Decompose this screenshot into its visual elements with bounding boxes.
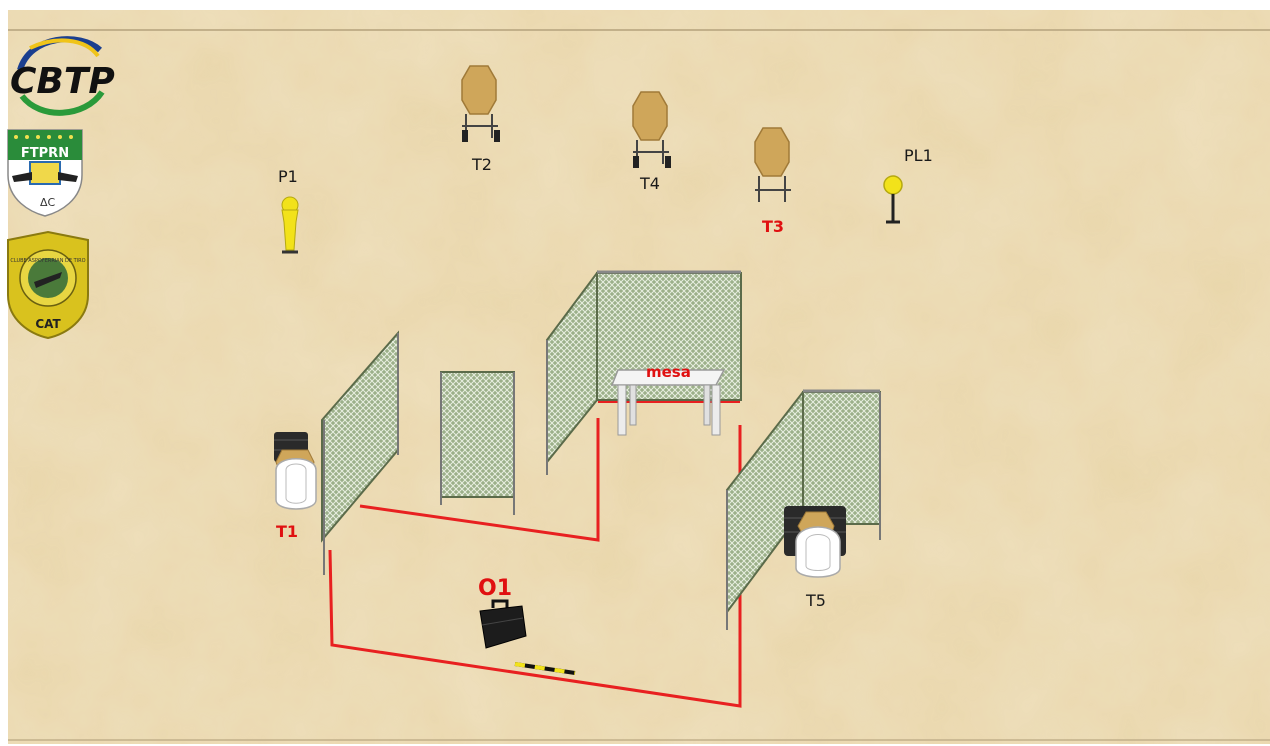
label-mesa: mesa bbox=[646, 363, 691, 381]
cat-logo-text: CAT bbox=[35, 317, 61, 331]
ftprn-logo-text: FTPRN bbox=[21, 146, 69, 161]
label-p1: P1 bbox=[278, 167, 298, 186]
cbtp-logo-text: CBTP bbox=[10, 61, 115, 102]
label-t4: T4 bbox=[640, 174, 660, 193]
label-pl1: PL1 bbox=[904, 146, 933, 165]
label-t1: T1 bbox=[276, 522, 298, 541]
label-t2: T2 bbox=[472, 155, 492, 174]
svg-text:ΔC: ΔC bbox=[40, 196, 56, 209]
label-o1: O1 bbox=[478, 576, 512, 601]
cat-logo: CLUBE ASPOFERRIAN DE TIRO CAT bbox=[8, 232, 88, 338]
cat-logo-ring-text: CLUBE ASPOFERRIAN DE TIRO bbox=[10, 258, 85, 264]
target-t3 bbox=[755, 128, 791, 202]
label-t5: T5 bbox=[806, 591, 826, 610]
wall-center-left bbox=[441, 372, 514, 515]
label-t3: T3 bbox=[762, 217, 784, 236]
